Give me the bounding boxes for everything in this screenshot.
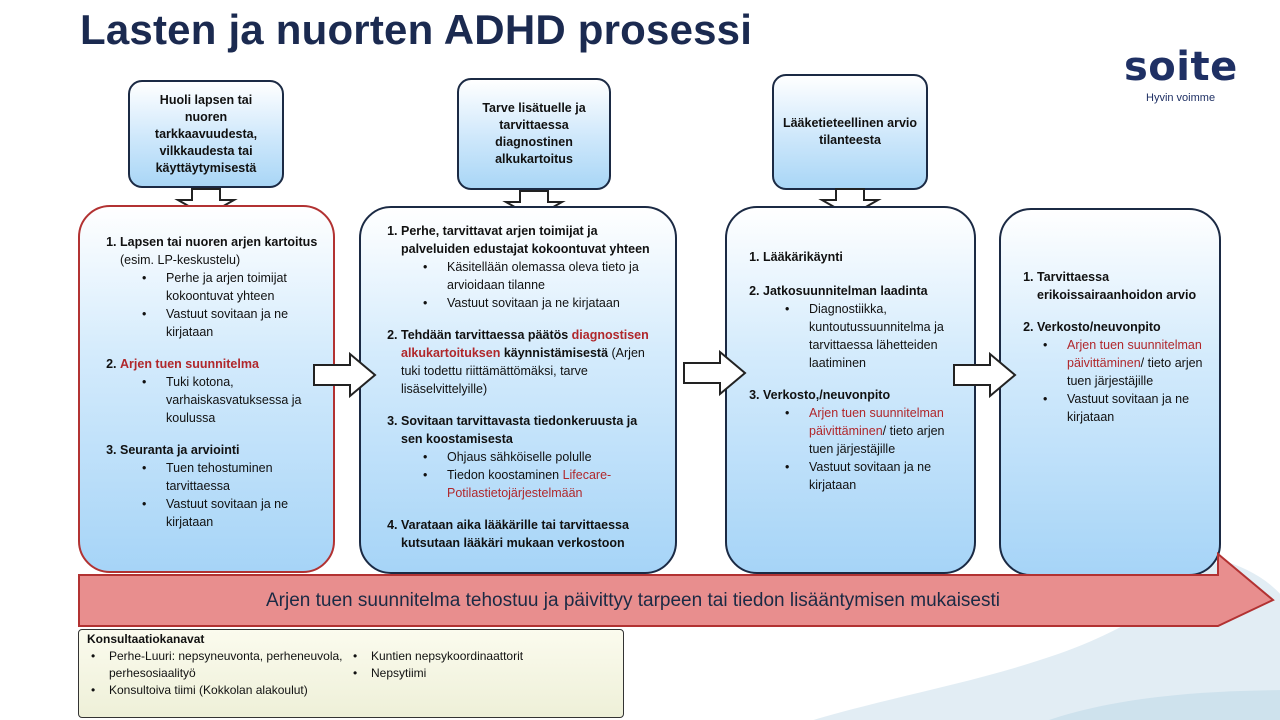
top-box-medical-assessment: Lääketieteellinen arvio tilanteesta: [772, 74, 928, 190]
soite-logo: soite Hyvin voimme: [1120, 44, 1250, 106]
bullet: Vastuut sovitaan ja ne kirjataan: [1043, 390, 1205, 426]
bullet: Ohjaus sähköiselle polulle: [423, 448, 661, 466]
step-data-collection: Sovitaan tarvittavasta tiedonkeruusta ja…: [401, 412, 661, 502]
consultation-item: Konsultoiva tiimi (Kokkolan alakoulut): [87, 682, 349, 699]
step-support-plan: Arjen tuen suunnitelma Tuki kotona, varh…: [120, 355, 319, 427]
top-box-concern: Huoli lapsen tai nuoren tarkkaavuudesta,…: [128, 80, 284, 188]
right-arrow-3: [953, 351, 1017, 399]
top-box-support-need: Tarve lisätuelle ja tarvittaessa diagnos…: [457, 78, 611, 190]
step-everyday-survey: Lapsen tai nuoren arjen kartoitus (esim.…: [120, 233, 319, 341]
right-arrow-2: [683, 349, 747, 397]
bullet: Vastuut sovitaan ja ne kirjataan: [142, 495, 319, 531]
bullet: Arjen tuen suunnitelman päivittäminen/ t…: [785, 404, 960, 458]
bullet: Tiedon koostaminen Lifecare-Potilastieto…: [423, 466, 661, 502]
bullet: Vastuut sovitaan ja ne kirjataan: [785, 458, 960, 494]
process-box-3: Lääkärikäynti Jatkosuunnitelman laadinta…: [725, 206, 976, 574]
step-network-meeting: Perhe, tarvittavat arjen toimijat ja pal…: [401, 222, 661, 312]
consultation-list-2: Kuntien nepsykoordinaattorit Nepsytiimi: [349, 648, 523, 699]
step-doctor-visit: Lääkärikäynti: [763, 248, 960, 266]
process-box-1: Lapsen tai nuoren arjen kartoitus (esim.…: [78, 205, 335, 573]
consultation-channels-box: Konsultaatiokanavat Perhe-Luuri: nepsyne…: [78, 629, 624, 718]
right-arrow-1: [313, 351, 377, 399]
step-specialist-assessment: Tarvittaessa erikoissairaanhoidon arvio: [1037, 268, 1205, 304]
bullet: Tuen tehostuminen tarvittaessa: [142, 459, 319, 495]
background-brush-decoration: [813, 560, 1280, 720]
consultation-item: Nepsytiimi: [349, 665, 523, 682]
consultation-item: Kuntien nepsykoordinaattorit: [349, 648, 523, 665]
consultation-list-1: Perhe-Luuri: nepsyneuvonta, perheneuvola…: [87, 648, 349, 699]
step-diagnostic-decision: Tehdään tarvittaessa päätös diagnostisen…: [401, 326, 661, 398]
step-follow-up: Seuranta ja arviointi Tuen tehostuminen …: [120, 441, 319, 531]
process-box-4: Tarvittaessa erikoissairaanhoidon arvio …: [999, 208, 1221, 576]
bullet: Perhe ja arjen toimijat kokoontuvat yhte…: [142, 269, 319, 305]
consultation-title: Konsultaatiokanavat: [87, 632, 205, 646]
banner-text: Arjen tuen suunnitelma tehostuu ja päivi…: [265, 590, 1000, 611]
step-network-consultation: Verkosto,/neuvonpito Arjen tuen suunnite…: [763, 386, 960, 494]
banner-arrow: [78, 552, 1275, 627]
bullet: Arjen tuen suunnitelman päivittäminen/ t…: [1043, 336, 1205, 390]
step-doctor-appointment: Varataan aika lääkärille tai tarvittaess…: [401, 516, 661, 552]
bullet: Diagnostiikka, kuntoutussuunnitelma ja t…: [785, 300, 960, 372]
bullet: Tuki kotona, varhaiskasvatuksessa ja kou…: [142, 373, 319, 427]
bullet: Vastuut sovitaan ja ne kirjataan: [142, 305, 319, 341]
bullet: Vastuut sovitaan ja ne kirjataan: [423, 294, 661, 312]
bullet: Käsitellään olemassa oleva tieto ja arvi…: [423, 258, 661, 294]
step-network-consultation: Verkosto/neuvonpito Arjen tuen suunnitel…: [1037, 318, 1205, 426]
page-title: Lasten ja nuorten ADHD prosessi: [80, 6, 753, 53]
logo-wordmark: soite: [1124, 44, 1238, 90]
logo-tagline: Hyvin voimme: [1146, 92, 1216, 104]
process-box-2: Perhe, tarvittavat arjen toimijat ja pal…: [359, 206, 677, 574]
step-follow-up-plan: Jatkosuunnitelman laadinta Diagnostiikka…: [763, 282, 960, 372]
consultation-item: Perhe-Luuri: nepsyneuvonta, perheneuvola…: [87, 648, 349, 682]
